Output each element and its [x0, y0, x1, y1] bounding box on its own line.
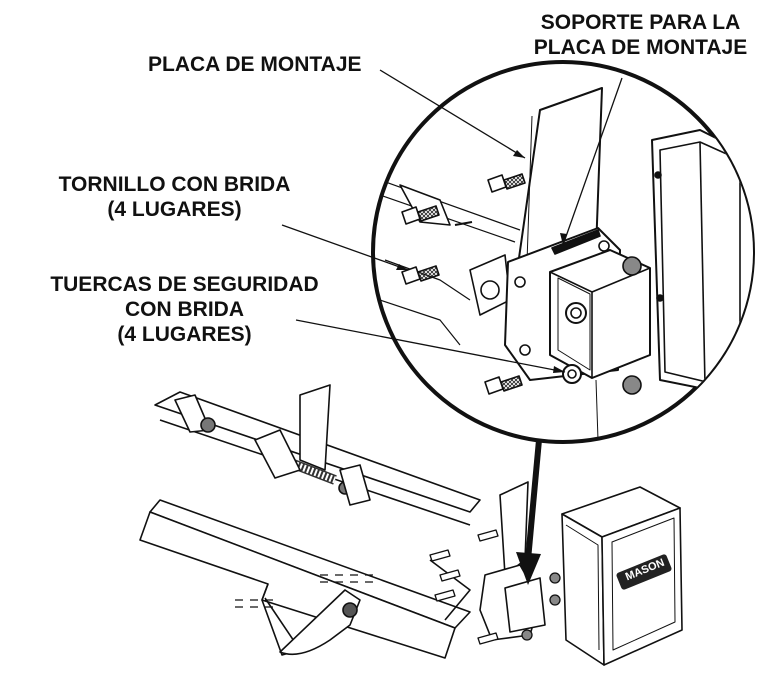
label-bolt-line1: TORNILLO CON BRIDA — [58, 173, 291, 196]
brand-logo — [616, 554, 672, 590]
label-mounting-plate-text: PLACA DE MONTAJE — [148, 53, 362, 76]
label-nut-line2: CON BRIDA — [125, 298, 244, 321]
label-bracket-line2: PLACA DE MONTAJE — [533, 36, 748, 59]
label-bolt-line2: (4 LUGARES) — [107, 198, 242, 221]
label-mounting-plate-bracket: SOPORTE PARA LA PLACA DE MONTAJE — [518, 10, 763, 60]
label-mounting-plate: PLACA DE MONTAJE — [148, 52, 362, 77]
detail-magnifier — [371, 60, 755, 444]
label-nut-line3: (4 LUGARES) — [117, 323, 252, 346]
label-nut-line1: TUERCAS DE SEGURIDAD — [50, 273, 319, 296]
label-flange-lock-nuts: TUERCAS DE SEGURIDAD CON BRIDA (4 LUGARE… — [12, 272, 357, 347]
label-flange-bolt: TORNILLO CON BRIDA (4 LUGARES) — [27, 172, 322, 222]
label-bracket-line1: SOPORTE PARA LA — [540, 11, 741, 34]
deck-markings — [235, 574, 373, 608]
machine-assembly — [139, 384, 683, 666]
callout-arrow — [516, 439, 542, 585]
bolt-shapes — [401, 173, 526, 395]
leader-lines — [281, 69, 623, 373]
